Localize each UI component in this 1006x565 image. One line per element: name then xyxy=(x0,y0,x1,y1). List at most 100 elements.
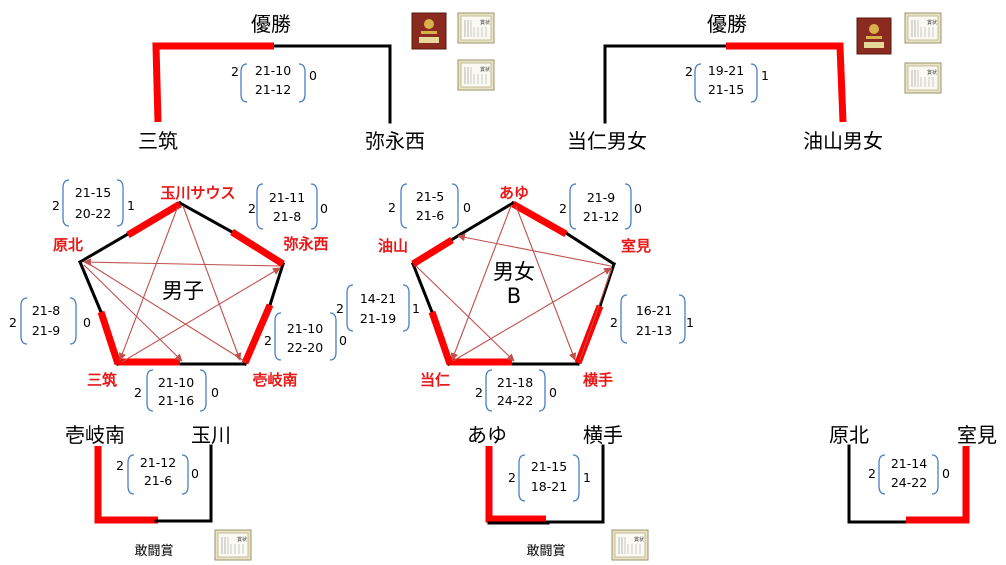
score-right: 1 xyxy=(412,301,420,316)
score-left: 2 xyxy=(336,301,344,316)
game-score: 21-16 xyxy=(158,393,194,408)
game-score: 21-12 xyxy=(255,82,291,97)
bracket-left xyxy=(127,454,135,495)
team-tojin-danjo: 当仁男女 xyxy=(567,129,647,153)
boys-final-bracket: 優勝 三筑 弥永西 2 21-10 21-12 0 xyxy=(138,12,495,153)
award-label: 敢闘賞 xyxy=(526,544,565,559)
game-score: 21-10 xyxy=(255,63,291,78)
result-arrow xyxy=(85,261,247,363)
bracket-left xyxy=(256,183,264,230)
score-box: 2 21-15 20-22 1 xyxy=(52,179,135,227)
score-right: 0 xyxy=(191,466,199,481)
score-right: 1 xyxy=(686,315,694,330)
bracket-right xyxy=(181,454,189,495)
score-right: 0 xyxy=(83,315,91,330)
score-right: 0 xyxy=(463,200,471,215)
score-left: 2 xyxy=(559,201,567,216)
certificate-icon xyxy=(904,62,942,94)
game-score: 21-10 xyxy=(287,321,323,336)
team-muromi: 室見 xyxy=(957,423,997,447)
trophy-plaque-icon xyxy=(856,17,892,55)
winner-line xyxy=(726,42,847,123)
team-tamagawa: 玉川 xyxy=(191,423,231,447)
team-ayu: あゆ xyxy=(499,184,529,202)
score-box: 2 14-21 21-19 1 xyxy=(336,284,420,332)
team-tamagawa-south: 玉川サウス xyxy=(160,184,235,202)
result-arrow xyxy=(579,267,613,361)
score-left: 2 xyxy=(134,385,142,400)
score-right: 1 xyxy=(127,198,135,213)
certificate-icon xyxy=(904,12,942,44)
league-edge xyxy=(598,262,616,308)
score-box: 2 21-10 21-16 0 xyxy=(134,369,219,412)
bracket-left xyxy=(518,454,526,502)
bracket-right xyxy=(538,369,546,412)
certificate-icon xyxy=(457,59,495,91)
score-left: 2 xyxy=(868,466,876,481)
game-score: 21-13 xyxy=(636,323,672,338)
team-harakita: 原北 xyxy=(53,236,83,254)
game-score: 21-14 xyxy=(891,456,927,471)
bracket-left xyxy=(620,294,628,344)
game-score: 21-9 xyxy=(32,323,60,338)
team-ikiminami: 壱岐南 xyxy=(65,423,125,447)
mixed-final-title: 優勝 xyxy=(707,12,747,36)
result-arrow xyxy=(515,205,577,361)
bracket-left xyxy=(20,297,28,345)
winner-line xyxy=(152,42,274,123)
game-score: 21-18 xyxy=(497,375,533,390)
score-box: 2 21-11 21-8 0 xyxy=(248,183,328,230)
team-aburayama-danjo: 油山男女 xyxy=(803,129,883,153)
game-score: 21-8 xyxy=(32,303,60,318)
mixed-third-bracket: あゆ 横手 2 21-15 18-21 1 敢闘賞 xyxy=(467,423,649,561)
bracket-left xyxy=(62,179,70,227)
score-left: 2 xyxy=(52,198,60,213)
bracket-right xyxy=(116,179,124,227)
loser-line xyxy=(544,444,605,524)
result-arrow xyxy=(182,205,242,361)
bracket-left xyxy=(485,369,493,412)
team-iyanagi-nishi: 弥永西 xyxy=(365,129,425,153)
bracket-left xyxy=(146,369,154,412)
team-yokote: 横手 xyxy=(583,423,623,447)
winner-line xyxy=(906,446,970,524)
game-score: 21-11 xyxy=(269,190,305,205)
winner-line xyxy=(511,200,568,238)
bracket-right xyxy=(329,312,337,361)
bracket-right xyxy=(572,454,580,502)
score-left: 2 xyxy=(231,64,239,79)
result-arrow xyxy=(118,205,179,361)
game-score: 21-9 xyxy=(587,190,615,205)
score-left: 2 xyxy=(248,201,256,216)
team-muromi: 室見 xyxy=(621,237,651,255)
winner-line xyxy=(241,303,274,365)
game-score: 22-20 xyxy=(287,340,323,355)
mixed-b-league: 男女 B あゆ 室見 横手 当仁 油山 2 21-5 21-6 0 2 21-9… xyxy=(336,183,694,412)
certificate-icon xyxy=(214,529,252,561)
score-left: 2 xyxy=(508,470,516,485)
game-score: 21-6 xyxy=(144,473,172,488)
league-edge xyxy=(411,262,434,314)
winner-line xyxy=(126,200,182,239)
result-arrow xyxy=(450,205,512,361)
bracket-left xyxy=(346,284,354,332)
bracket-left xyxy=(274,312,282,361)
score-left: 2 xyxy=(9,315,17,330)
score-right: 1 xyxy=(583,470,591,485)
game-score: 21-15 xyxy=(75,185,111,200)
league-center-label: 男子 xyxy=(162,279,204,303)
game-score: 20-22 xyxy=(75,206,111,221)
score-box: 2 21-5 21-6 0 xyxy=(388,183,471,229)
bracket-right xyxy=(402,284,410,332)
score-right: 0 xyxy=(942,466,950,481)
score-right: 0 xyxy=(634,201,642,216)
score-box: 2 21-18 24-22 0 xyxy=(475,369,557,412)
league-edge xyxy=(458,200,516,237)
league-edge xyxy=(177,200,235,235)
team-iyanagi-nishi: 弥永西 xyxy=(283,235,328,253)
bracket-left xyxy=(240,63,248,103)
winner-line xyxy=(94,446,158,524)
bracket-left xyxy=(878,454,886,495)
certificate-icon xyxy=(611,529,649,561)
